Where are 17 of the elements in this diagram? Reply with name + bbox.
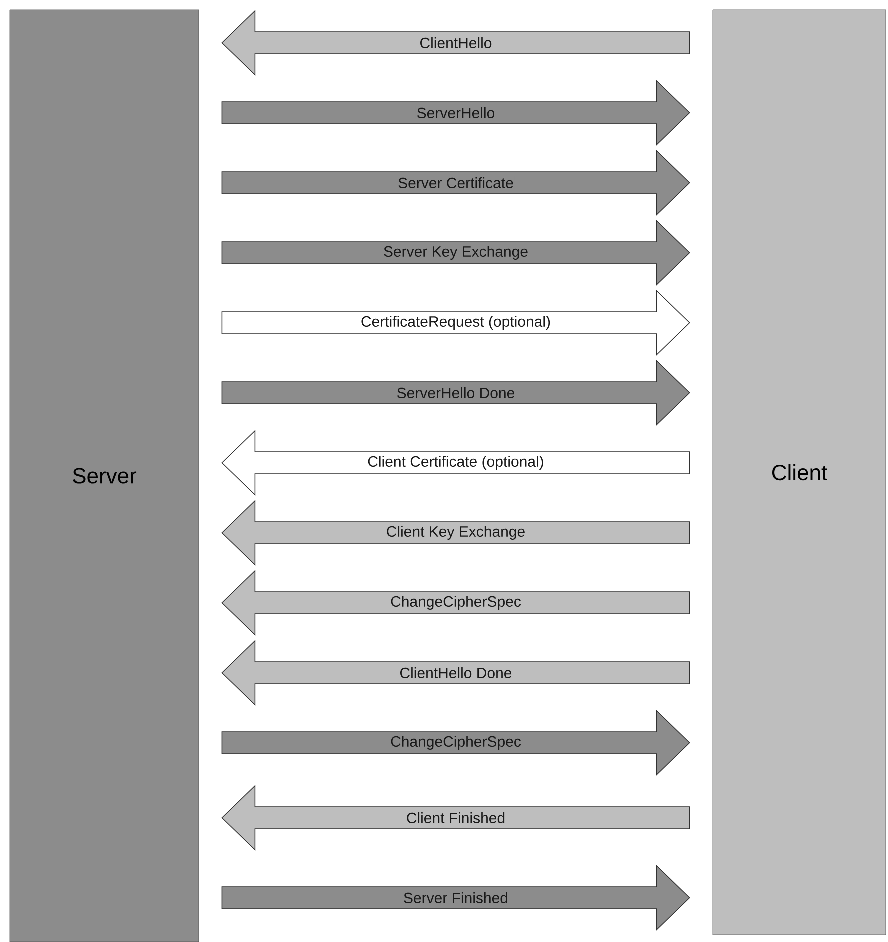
edge-label: ClientHello Done [398, 666, 514, 680]
edge-label: Server Finished [402, 892, 510, 905]
edge-label: Client Certificate (optional) [366, 455, 546, 471]
edge-label: Server Key Exchange [382, 245, 530, 261]
party-box: Client [712, 10, 886, 936]
party-box: Server [10, 10, 200, 942]
block-arrow [222, 80, 690, 146]
edge-label: Client Finished [405, 812, 507, 825]
edge-label: ServerHello [416, 106, 496, 120]
edge-label: ClientHello [418, 36, 494, 50]
edge-label: ServerHello Done [396, 386, 516, 400]
edge-label: ChangeCipherSpec [390, 735, 522, 751]
edge-label: Server Certificate [397, 176, 515, 190]
edge-label: Client Key Exchange [385, 525, 527, 541]
edge-label: CertificateRequest (optional) [360, 315, 552, 331]
edge-label: ChangeCipherSpec [390, 595, 522, 611]
block-arrow [222, 865, 690, 931]
